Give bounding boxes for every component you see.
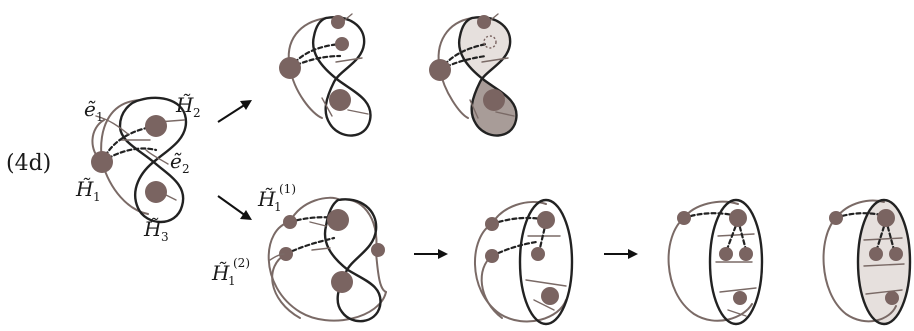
arrow-down-right bbox=[218, 196, 252, 220]
label-H1-1: H̃ 1 (1) bbox=[257, 182, 296, 214]
svg-text:ẽ: ẽ bbox=[84, 97, 96, 121]
label-e1: ẽ 1 bbox=[84, 97, 104, 124]
svg-text:H̃: H̃ bbox=[175, 93, 194, 117]
svg-text:3: 3 bbox=[161, 230, 169, 244]
arrow-c-to-d bbox=[414, 249, 448, 259]
arrow-d-to-e bbox=[604, 249, 638, 259]
svg-text:1: 1 bbox=[274, 200, 282, 214]
bottom-diagram-4 bbox=[824, 200, 910, 324]
label-H1-2: H̃ 1 (2) bbox=[211, 256, 250, 288]
bottom-diagram-1 bbox=[269, 198, 386, 321]
bottom-diagram-2 bbox=[475, 200, 572, 324]
top-diagram-1 bbox=[279, 14, 371, 136]
arrow-up-right bbox=[218, 100, 252, 122]
label-H2: H̃ 2 bbox=[175, 93, 201, 120]
case-label: (4d) bbox=[6, 151, 51, 176]
top-diagram-2 bbox=[429, 14, 517, 136]
label-H1: H̃ 1 bbox=[75, 177, 101, 204]
vertex-H2 bbox=[145, 115, 167, 137]
vertex-H1 bbox=[91, 151, 113, 173]
svg-text:1: 1 bbox=[96, 110, 104, 124]
svg-text:2: 2 bbox=[193, 106, 201, 120]
svg-text:ẽ: ẽ bbox=[170, 149, 182, 173]
svg-text:(2): (2) bbox=[233, 256, 250, 270]
svg-text:(1): (1) bbox=[279, 182, 296, 196]
bottom-diagram-3 bbox=[669, 200, 762, 324]
svg-text:1: 1 bbox=[93, 190, 101, 204]
vertex-H3 bbox=[145, 181, 167, 203]
svg-text:H̃: H̃ bbox=[143, 217, 162, 241]
svg-text:H̃: H̃ bbox=[75, 177, 94, 201]
svg-text:2: 2 bbox=[182, 162, 190, 176]
svg-text:1: 1 bbox=[228, 274, 236, 288]
label-e2: ẽ 2 bbox=[170, 149, 190, 176]
